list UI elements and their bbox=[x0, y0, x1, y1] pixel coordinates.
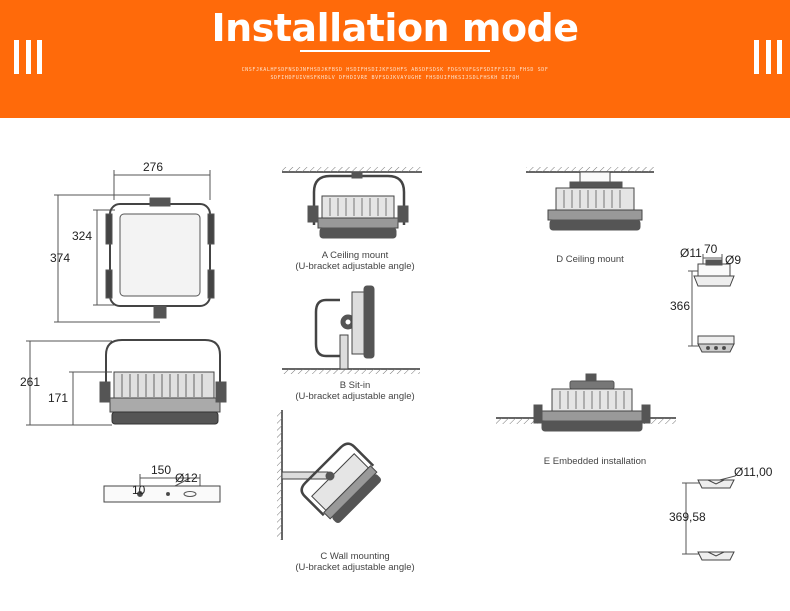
mode-c-title: C Wall mounting bbox=[320, 551, 390, 562]
mode-d-title: D Ceiling mount bbox=[556, 254, 624, 265]
mode-a-subtitle: (U-bracket adjustable angle) bbox=[295, 261, 415, 272]
title-underline bbox=[300, 50, 490, 52]
e-hole-dimension: Ø11,00 bbox=[734, 465, 773, 479]
front-view-drawing bbox=[54, 170, 215, 323]
header-banner: Installation mode CNSFJKALHFSDFNSDJNFHSD… bbox=[0, 0, 790, 118]
mode-c-subtitle: (U-bracket adjustable angle) bbox=[295, 562, 415, 573]
embedded-installation-e-drawing bbox=[496, 373, 676, 432]
bracket-hole-dimension: Ø12 bbox=[175, 471, 198, 485]
mode-b-subtitle: (U-bracket adjustable angle) bbox=[295, 391, 415, 402]
mode-c-caption: C Wall mounting (U-bracket adjustable an… bbox=[285, 551, 425, 573]
front-outer-height-dimension: 374 bbox=[50, 251, 71, 265]
three-bars-icon bbox=[754, 40, 782, 74]
mode-e-caption: E Embedded installation bbox=[520, 456, 670, 467]
bracket-offset-dimension: 10 bbox=[132, 483, 146, 497]
mode-a-caption: A Ceiling mount (U-bracket adjustable an… bbox=[285, 250, 425, 272]
e-height-dimension: 369,58 bbox=[669, 510, 706, 524]
ceiling-mount-d-drawing bbox=[526, 167, 654, 231]
bracket-view-drawing bbox=[103, 474, 221, 503]
page-title: Installation mode bbox=[211, 6, 579, 50]
side-total-height-dimension: 261 bbox=[20, 375, 41, 389]
mode-d-caption: D Ceiling mount bbox=[530, 254, 650, 265]
d-height-dimension: 366 bbox=[670, 299, 691, 313]
front-inner-height-dimension: 324 bbox=[72, 229, 93, 243]
front-width-dimension: 276 bbox=[143, 160, 164, 174]
header-subtext: CNSFJKALHFSDFNSDJNFHSDJKFBSD HSDIFHSDIJK… bbox=[241, 67, 549, 81]
mode-b-caption: B Sit-in (U-bracket adjustable angle) bbox=[285, 380, 425, 402]
side-view-drawing bbox=[26, 339, 227, 426]
mode-a-title: A Ceiling mount bbox=[321, 250, 389, 261]
d-width-dimension: 70 bbox=[704, 242, 718, 256]
side-body-height-dimension: 171 bbox=[48, 391, 69, 405]
d-hole-right-dimension: Ø9 bbox=[725, 253, 742, 267]
bracket-length-dimension: 150 bbox=[151, 463, 172, 477]
wall-mounting-c-drawing bbox=[277, 410, 382, 540]
mode-b-title: B Sit-in bbox=[339, 380, 371, 391]
ceiling-mount-a-drawing bbox=[282, 167, 422, 239]
mode-e-title: E Embedded installation bbox=[543, 456, 647, 467]
embedded-installation-e-detail-drawing bbox=[682, 475, 736, 561]
ceiling-mount-d-detail-drawing bbox=[688, 254, 735, 353]
d-hole-left-dimension: Ø11 bbox=[680, 246, 702, 260]
sit-in-b-drawing bbox=[282, 285, 420, 374]
three-bars-icon bbox=[14, 40, 42, 74]
